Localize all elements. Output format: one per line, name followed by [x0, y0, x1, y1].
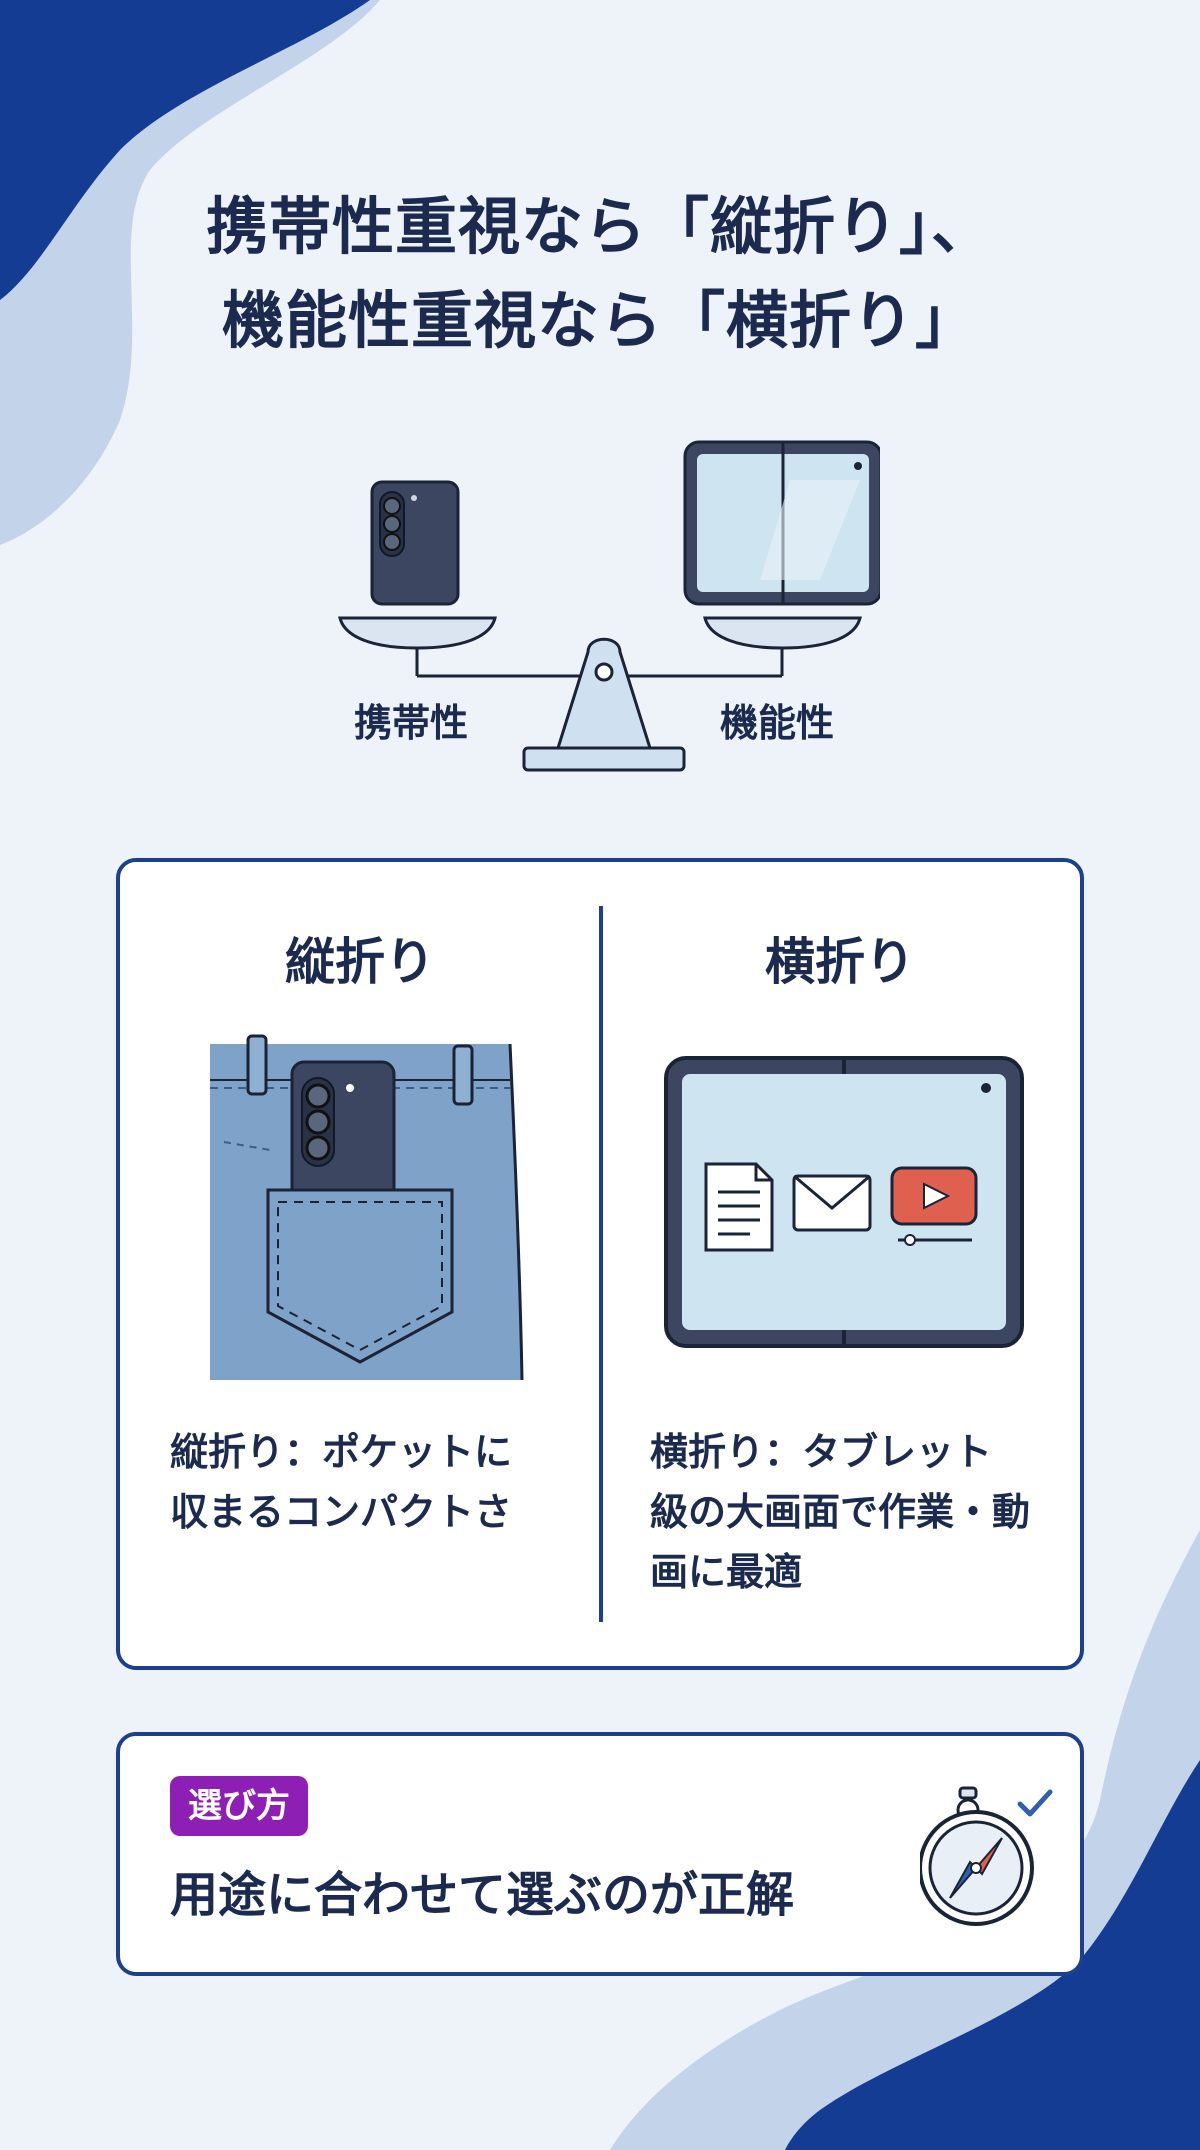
vertical-fold-description: 縦折り：ポケットに 収まるコンパクトさ	[170, 1422, 512, 1542]
title-line-2: 機能性重視なら「横折り」	[221, 284, 978, 357]
title-line-1: 携帯性重視なら「縦折り」、	[205, 190, 994, 263]
document-icon	[704, 1162, 774, 1252]
horizontal-fold-desc-line-1: 横折り：タブレット	[650, 1430, 993, 1474]
comparison-card: 縦折り 縦折り：ポケットに 収まるコンパクトさ 横折り	[116, 858, 1084, 1670]
video-icon	[890, 1166, 978, 1246]
column-divider	[599, 906, 603, 1622]
compass-icon	[920, 1786, 1053, 1926]
phone-icon	[370, 480, 460, 606]
portability-label: 携帯性	[354, 701, 469, 745]
mail-icon	[792, 1174, 872, 1232]
horizontal-fold-desc-line-2: 級の大画面で作業・動	[650, 1490, 1031, 1534]
horizontal-fold-title: 横折り	[765, 933, 915, 991]
vertical-fold-desc-line-2: 収まるコンパクトさ	[170, 1490, 513, 1534]
functionality-label: 機能性	[720, 701, 835, 745]
vertical-fold-title: 縦折り	[285, 933, 435, 991]
horizontal-fold-description: 横折り：タブレット 級の大画面で作業・動 画に最適	[650, 1422, 1030, 1602]
balance-scale-illustration: 携帯性 機能性	[320, 430, 883, 790]
pocket-phone-icon	[210, 1034, 524, 1381]
checkmark-icon	[1017, 1789, 1053, 1817]
summary-card: 選び方 用途に合わせて選ぶのが正解	[116, 1732, 1084, 1976]
how-to-choose-tag: 選び方	[170, 1776, 308, 1836]
balance-scale-icon	[338, 440, 883, 772]
tablet-icon	[683, 440, 883, 606]
summary-text: 用途に合わせて選ぶのが正解	[170, 1867, 795, 1923]
page-title: 携帯性重視なら「縦折り」、 機能性重視なら「横折り」	[0, 180, 1200, 368]
horizontal-fold-desc-line-3: 画に最適	[650, 1550, 803, 1594]
foldable-tablet-icon	[664, 1056, 1024, 1348]
vertical-fold-desc-line-1: 縦折り：ポケットに	[170, 1430, 513, 1474]
